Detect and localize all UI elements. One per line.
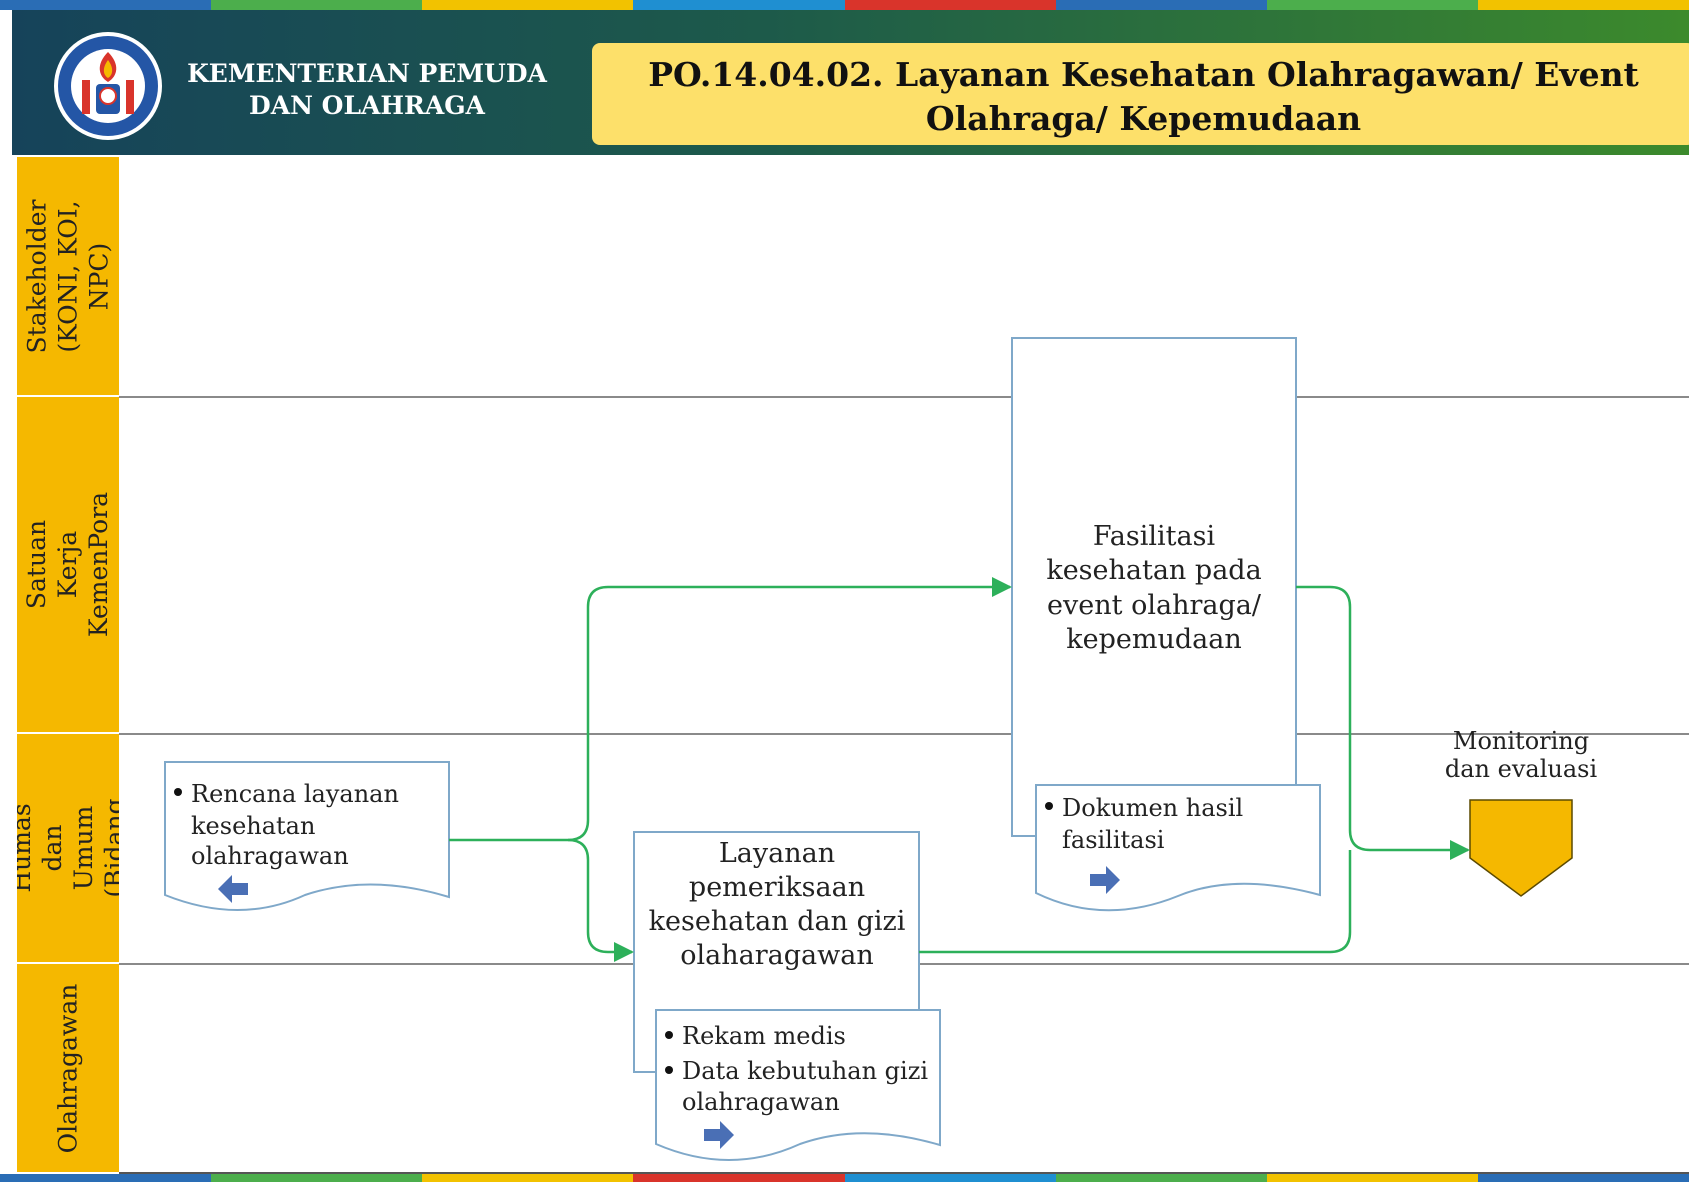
lane-divider	[119, 396, 1689, 398]
header-bar: KEMENTERIAN PEMUDA DAN OLAHRAGA PO.14.04…	[12, 10, 1689, 155]
connector-fasilitasi-to-monitoring	[1296, 585, 1470, 860]
process-fasilitasi-line: kesehatan pada	[1046, 555, 1261, 586]
process-pemeriksaan-line: olaharagawan	[680, 940, 873, 971]
bullet-dot	[665, 1031, 673, 1039]
process-pemeriksaan-line: kesehatan dan gizi	[649, 906, 906, 937]
process-pemeriksaan-line: pemeriksaan	[689, 872, 865, 903]
lane-label-olahragawan: Olahragawan	[17, 964, 119, 1172]
left-arrow-icon	[218, 875, 248, 903]
lane-divider	[119, 1172, 1689, 1174]
doc-rekam-shape	[655, 1009, 941, 1161]
lane-label-stakeholder: Stakeholder (KONI, KOI, NPC)	[17, 157, 119, 395]
bullet-dot	[665, 1066, 673, 1074]
connector-pemeriksaan-to-monitoring	[919, 850, 1352, 954]
connector-to-pemeriksaan	[567, 838, 634, 962]
monitoring-line: dan evaluasi	[1445, 755, 1598, 783]
doc-rencana-line: olahragawan	[191, 842, 349, 870]
process-fasilitasi-line: Fasilitasi	[1093, 521, 1216, 552]
bullet-dot	[1045, 802, 1053, 810]
lane-label-satuan-kerja: Satuan Kerja KemenPora	[17, 397, 119, 732]
bottom-color-strip	[0, 1174, 1689, 1182]
connector-to-fasilitasi	[449, 577, 1012, 842]
process-fasilitasi-box	[1011, 337, 1297, 837]
right-arrow-icon	[704, 1121, 734, 1149]
lane-label-biro-humas: Biro Humas dan Umum (Bidang Klinik)	[17, 734, 119, 962]
process-pemeriksaan-line: Layanan	[719, 838, 835, 869]
right-arrow-icon	[1090, 866, 1120, 894]
bullet-dot	[174, 788, 182, 796]
doc-rekam-line: Rekam medis	[682, 1022, 846, 1050]
doc-rekam-line: Data kebutuhan gizi	[682, 1057, 928, 1085]
doc-rekam-line: olahragawan	[682, 1088, 840, 1116]
org-name: KEMENTERIAN PEMUDA DAN OLAHRAGA	[187, 59, 547, 120]
doc-rencana-line: kesehatan	[191, 812, 315, 840]
monitoring-line: Monitoring	[1453, 727, 1589, 755]
doc-hasil-line: fasilitasi	[1062, 826, 1165, 854]
process-fasilitasi-line: event olahraga/	[1047, 590, 1262, 621]
doc-hasil-line: Dokumen hasil	[1062, 794, 1243, 822]
doc-rencana-shape	[164, 761, 450, 911]
top-color-strip	[0, 0, 1689, 10]
doc-rencana-line: Rencana layanan	[191, 780, 399, 808]
lane-divider	[119, 733, 1689, 735]
process-fasilitasi-line: kepemudaan	[1066, 624, 1241, 655]
ministry-logo-icon	[54, 32, 162, 140]
offpage-connector-monitoring	[1469, 799, 1573, 897]
page-title: PO.14.04.02. Layanan Kesehatan Olahragaw…	[592, 43, 1689, 145]
